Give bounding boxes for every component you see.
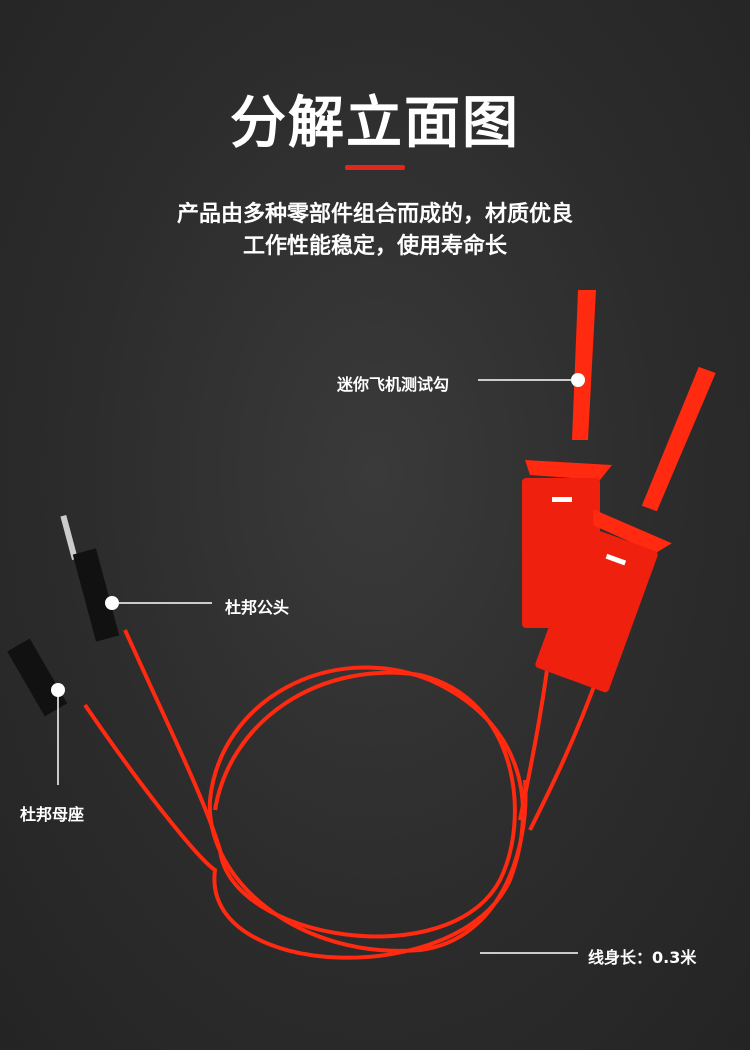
label-dupont-male: 杜邦公头 xyxy=(225,598,290,617)
subtitle-line-2: 工作性能稳定，使用寿命长 xyxy=(242,234,507,259)
dupont-female-connector xyxy=(7,638,68,717)
callout-lines xyxy=(51,373,585,954)
title-underline xyxy=(345,165,405,170)
label-cable-length: 线身长：0.3米 xyxy=(588,948,697,967)
test-hook-2 xyxy=(535,366,716,693)
subtitle-line-1: 产品由多种零部件组合而成的，材质优良 xyxy=(176,202,573,227)
dupont-male-connector xyxy=(60,514,120,642)
label-dupont-female: 杜邦母座 xyxy=(20,805,85,824)
label-test-hook: 迷你飞机测试勾 xyxy=(337,375,450,394)
page-title: 分解立面图 xyxy=(230,91,520,156)
cable-loop xyxy=(83,619,602,960)
